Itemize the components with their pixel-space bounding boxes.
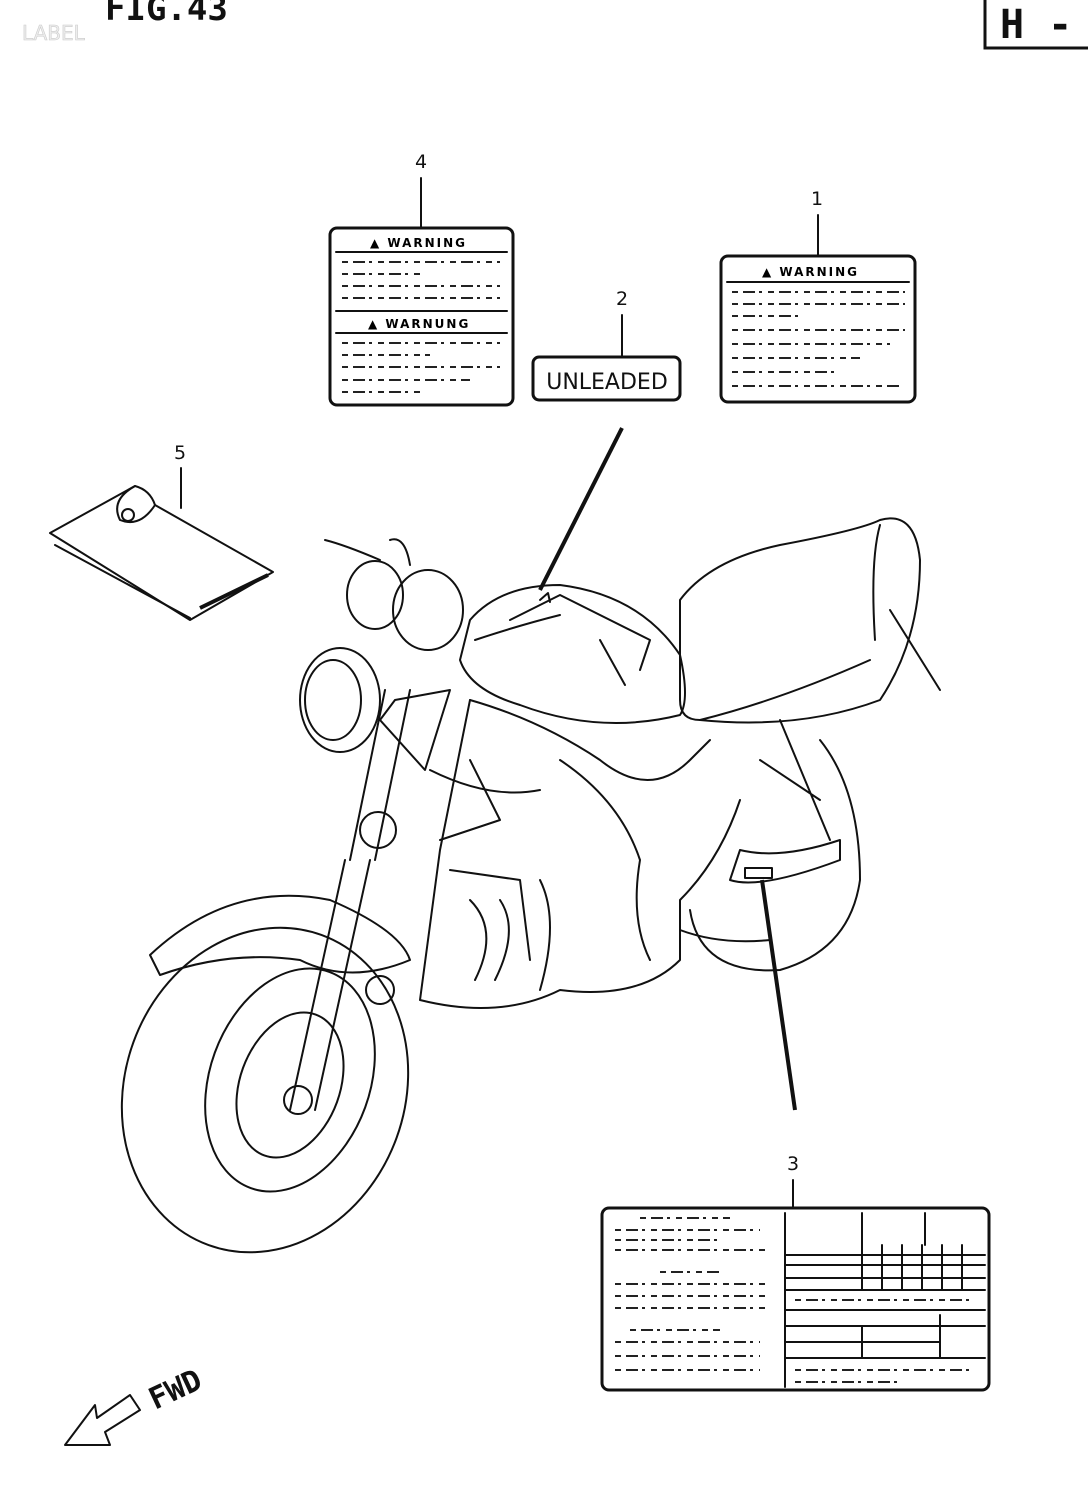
label-3-info-plate: 3 — [600, 1153, 991, 1392]
label-4-warning: 4 ▲ WARNING ▲ WARNUNG — [328, 151, 515, 407]
figure-number: FIG.43 — [105, 0, 228, 29]
page-tab: H - — [983, 0, 1088, 50]
label-2-unleaded: 2 UNLEADED — [531, 288, 682, 402]
unleaded-text: UNLEADED — [546, 370, 668, 395]
label-1-warning: 1 ▲ WARNING — [719, 188, 917, 404]
callout-2: 2 — [616, 288, 628, 310]
section-title: LABEL — [22, 21, 86, 45]
pointer-label-2 — [538, 427, 624, 591]
item-5-manual-pouch: 5 — [49, 442, 274, 621]
callout-4: 4 — [415, 151, 427, 173]
callout-5: 5 — [174, 442, 186, 464]
label-1-warning-text: ▲ WARNING — [762, 265, 859, 279]
pointer-label-3 — [760, 879, 797, 1111]
page-tab-text: H - — [1000, 2, 1072, 48]
fwd-text: FWD — [144, 1363, 208, 1418]
callout-3: 3 — [787, 1153, 799, 1175]
label-4-warnung-text: ▲ WARNUNG — [368, 317, 470, 331]
forward-direction-indicator: FWD — [64, 1363, 208, 1446]
motorcycle-illustration — [120, 517, 941, 1254]
callout-1: 1 — [811, 188, 823, 210]
label-4-warning-text: ▲ WARNING — [370, 236, 467, 250]
